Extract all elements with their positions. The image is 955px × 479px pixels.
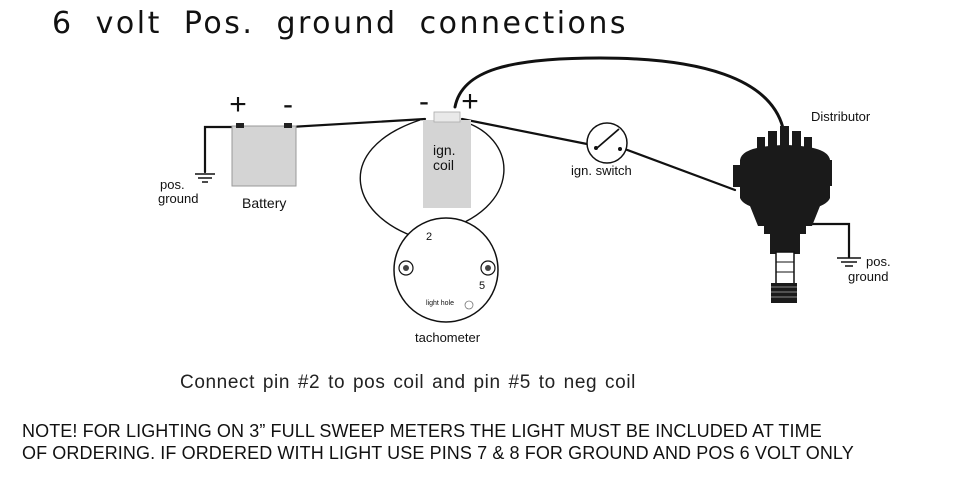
battery [231, 123, 297, 187]
coil-label-line2: coil [433, 157, 454, 173]
note-line-1: NOTE! FOR LIGHTING ON 3” FULL SWEEP METE… [22, 421, 822, 441]
ignition-coil [423, 111, 471, 208]
wire-coil-to-switch [460, 117, 594, 147]
tach-light-hole-label: light hole [426, 300, 454, 307]
page-title: 6 volt Pos. ground connections [52, 6, 629, 41]
caption: Connect pin #2 to pos coil and pin #5 to… [180, 372, 636, 393]
tach-light-hole [464, 300, 474, 310]
ground-symbol-left [195, 173, 215, 183]
note-line-2: OF ORDERING. IF ORDERED WITH LIGHT USE P… [22, 443, 854, 463]
wire-switch-to-distributor [620, 146, 737, 192]
distributor [733, 126, 832, 303]
tach-terminal-right [480, 260, 496, 276]
pos-ground-left-label-line1: pos. [160, 177, 185, 192]
tach-pin-2-label: 2 [426, 231, 432, 243]
wire-coil-to-distributor-cap [453, 56, 785, 130]
coil-label-line1: ign. [433, 142, 456, 158]
ordering-note: NOTE! FOR LIGHTING ON 3” FULL SWEEP METE… [22, 420, 952, 464]
tachometer-label: tachometer [415, 330, 481, 345]
battery-label: Battery [242, 195, 286, 211]
tachometer [393, 217, 499, 323]
distributor-label: Distributor [811, 109, 871, 124]
battery-minus-label: - [283, 88, 293, 121]
pos-ground-left-label-line2: ground [158, 191, 198, 206]
wire-battery-neg-to-coil [288, 117, 427, 129]
ground-symbol-right [837, 257, 861, 267]
battery-plus-label: + [229, 88, 247, 121]
coil-minus-label: - [419, 85, 429, 118]
coil-plus-label: + [461, 85, 479, 118]
ign-switch-label: ign. switch [571, 163, 632, 178]
ignition-switch [586, 122, 628, 164]
pos-ground-right-label-line2: ground [848, 269, 888, 284]
tach-pin-5-label: 5 [479, 280, 485, 292]
tach-terminal-left [398, 260, 414, 276]
pos-ground-right-label-line1: pos. [866, 254, 891, 269]
wire-battery-pos-ground [203, 125, 242, 174]
